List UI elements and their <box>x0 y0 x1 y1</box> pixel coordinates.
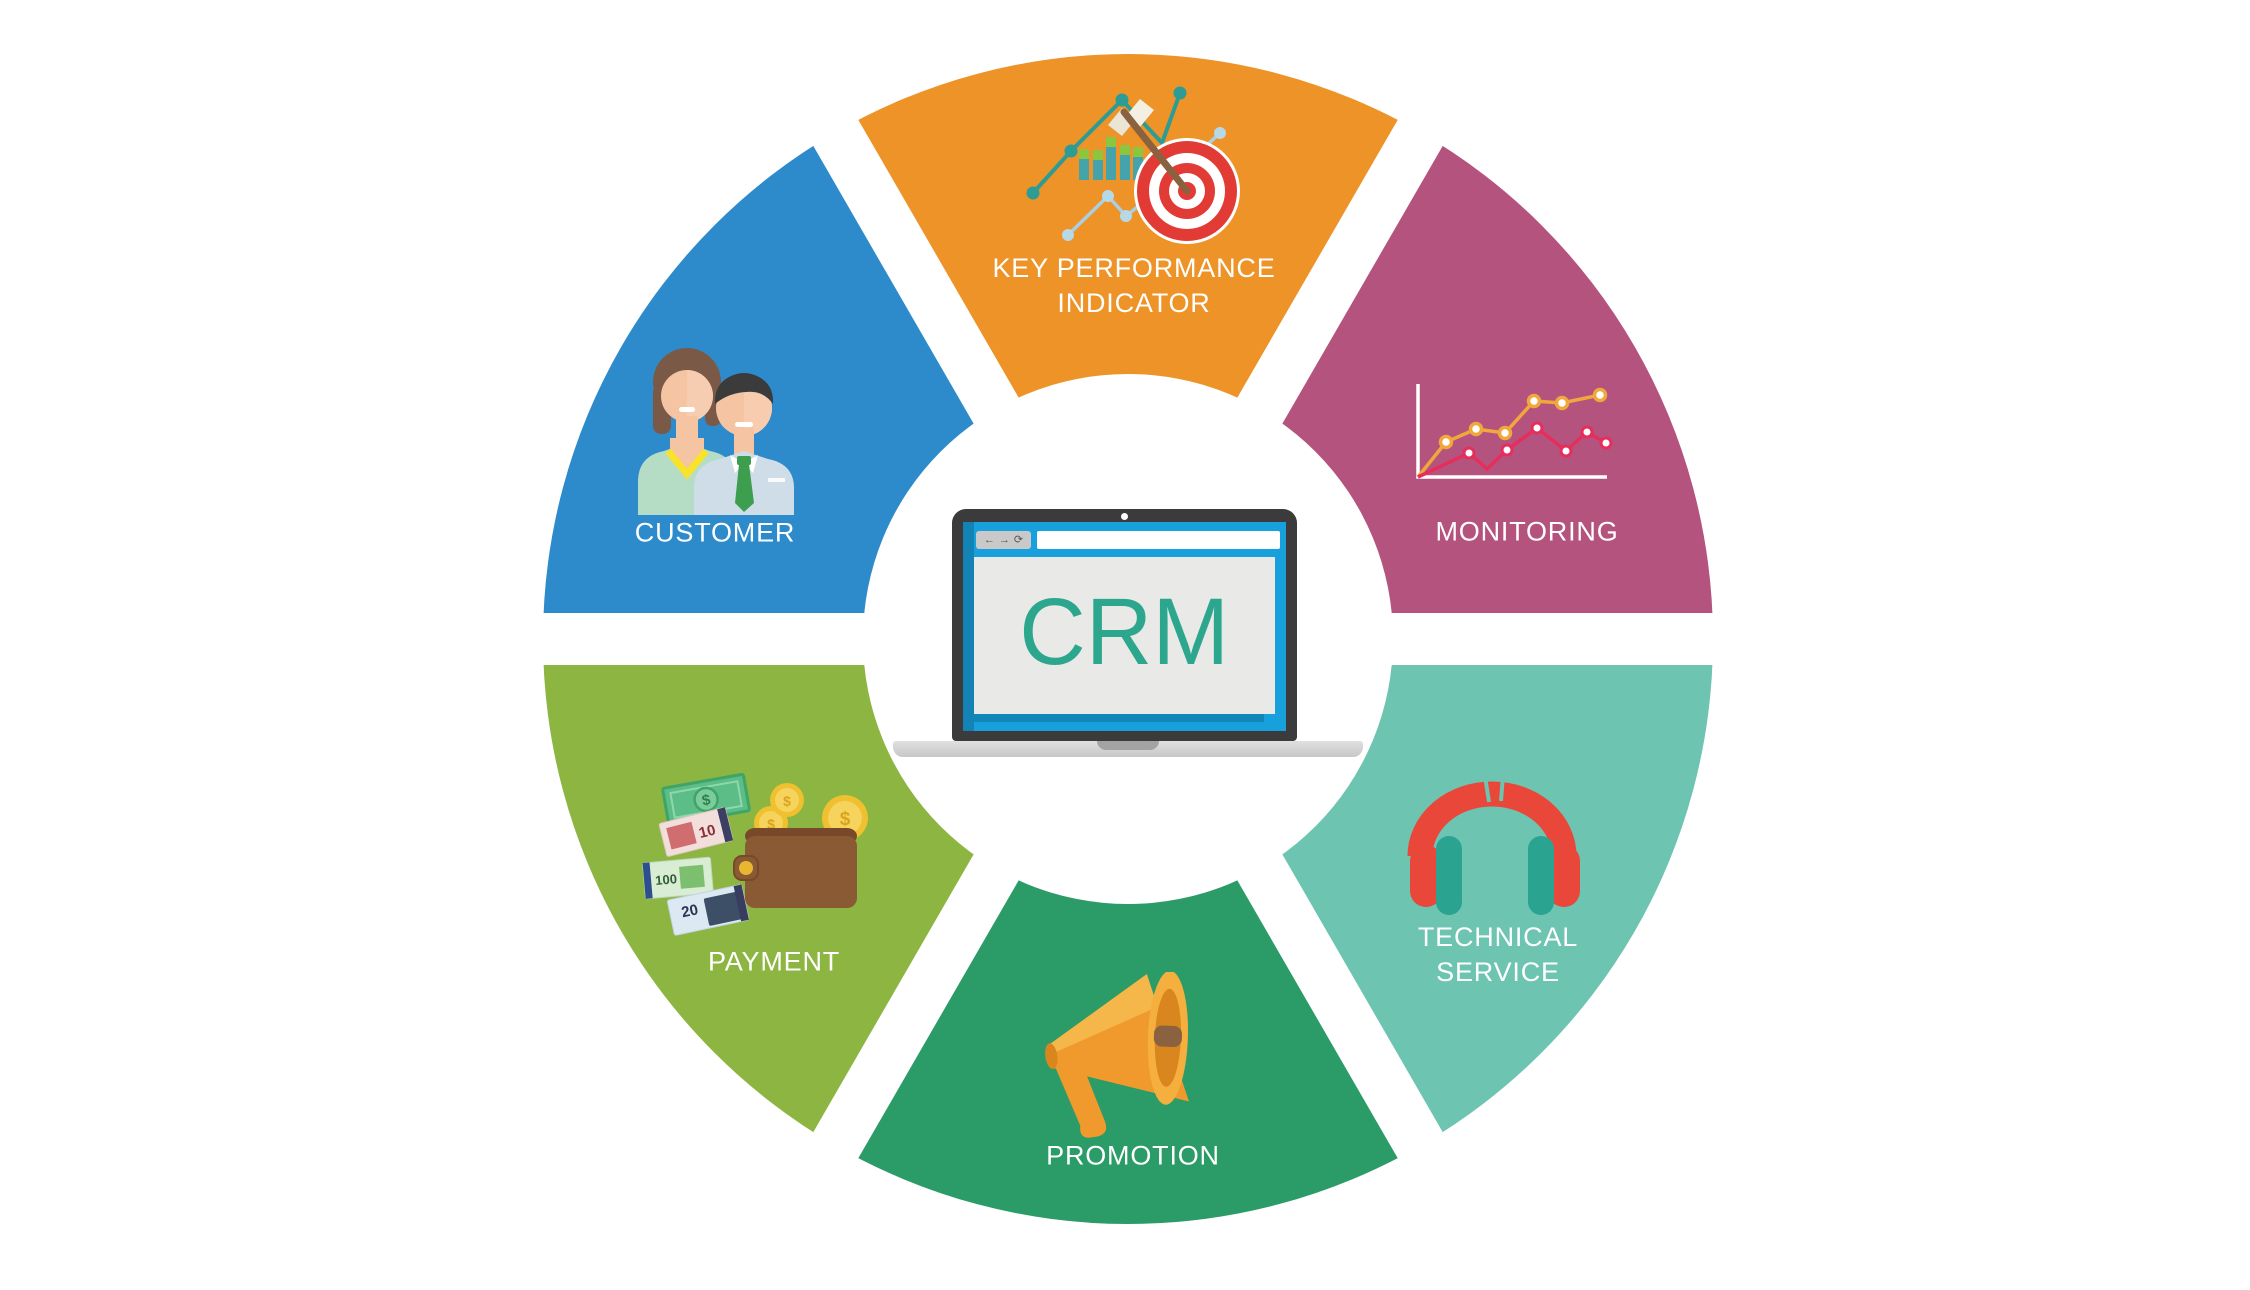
laptop-base-notch <box>1097 741 1159 750</box>
label-line: INDICATOR <box>1057 288 1211 318</box>
label-line: TECHNICAL <box>1417 922 1579 952</box>
bar-chart-bars <box>1079 137 1143 180</box>
right-earcup <box>1548 845 1580 907</box>
screen-shadow <box>974 713 1264 722</box>
headphone-band <box>1407 781 1577 857</box>
label-line: PROMOTION <box>1046 1140 1220 1171</box>
megaphone-highlight <box>1049 974 1158 1055</box>
megaphone-handle <box>1054 1058 1107 1138</box>
browser-screen: ← → ⟳ CRM <box>963 522 1286 731</box>
left-earcup <box>1410 845 1442 907</box>
label-line: MONITORING <box>1435 516 1619 547</box>
banknote-20: 20 <box>666 884 750 936</box>
banknote-100: 100 <box>642 856 714 900</box>
screen-shadow <box>963 522 974 731</box>
laptop: ← → ⟳ CRM <box>893 509 1363 759</box>
label-monitoring: MONITORING <box>1436 515 1619 550</box>
label-promotion: PROMOTION <box>1046 1139 1220 1174</box>
lightblue-trend-dots <box>1062 127 1226 241</box>
target-arrow-chart-icon <box>1026 86 1240 244</box>
wallet-button <box>739 861 753 875</box>
right-earpad <box>1528 836 1554 915</box>
back-icon: ← <box>983 533 995 546</box>
band-slits <box>1483 774 1505 803</box>
label-customer: CUSTOMER <box>635 516 795 551</box>
megaphone-mouth <box>1147 972 1189 1105</box>
webcam-dot <box>1121 513 1128 520</box>
arrow-icon <box>1108 99 1191 195</box>
address-bar <box>1037 531 1280 549</box>
svg-text:$: $ <box>840 809 851 830</box>
refresh-icon: ⟳ <box>1013 533 1024 546</box>
label-line: PAYMENT <box>707 946 841 977</box>
svg-text:10: 10 <box>697 821 717 842</box>
segment-kpi-shape <box>835 54 1421 639</box>
wallet <box>733 828 857 908</box>
label-payment: PAYMENT <box>708 945 840 980</box>
red-series-dots <box>1462 421 1613 460</box>
svg-text:$: $ <box>701 791 713 809</box>
segment-promotion-shape <box>835 639 1421 1224</box>
label-technical-service: TECHNICAL SERVICE <box>1418 920 1578 990</box>
headphones-icon <box>1407 774 1580 915</box>
forward-icon: → <box>998 533 1010 546</box>
label-line: CUSTOMER <box>634 517 796 548</box>
man-avatar <box>694 373 794 515</box>
laptop-frame: ← → ⟳ CRM <box>952 509 1297 741</box>
browser-nav-buttons: ← → ⟳ <box>976 531 1031 549</box>
left-earpad <box>1436 836 1462 915</box>
megaphone-tail <box>1045 1043 1058 1070</box>
crm-app-title: CRM <box>1019 579 1230 685</box>
label-key-performance-indicator: KEY PERFORMANCE INDICATOR <box>992 251 1275 321</box>
svg-text:100: 100 <box>655 871 678 888</box>
svg-text:$: $ <box>767 816 775 832</box>
teal-trend-dots <box>1026 86 1187 200</box>
customer-avatars-icon <box>638 348 794 515</box>
megaphone-icon <box>1045 972 1189 1138</box>
orange-series-dots <box>1438 387 1608 450</box>
label-line: KEY PERFORMANCE <box>992 253 1276 283</box>
growth-line-chart-icon <box>1416 384 1613 479</box>
wallet-cash-coins-icon: $ $ $ $ 10 100 <box>642 772 868 936</box>
label-line: SERVICE <box>1436 957 1560 987</box>
svg-text:20: 20 <box>680 901 700 921</box>
banknote-10: 10 <box>658 807 734 857</box>
browser-content: CRM <box>974 557 1275 714</box>
svg-text:$: $ <box>783 793 791 809</box>
